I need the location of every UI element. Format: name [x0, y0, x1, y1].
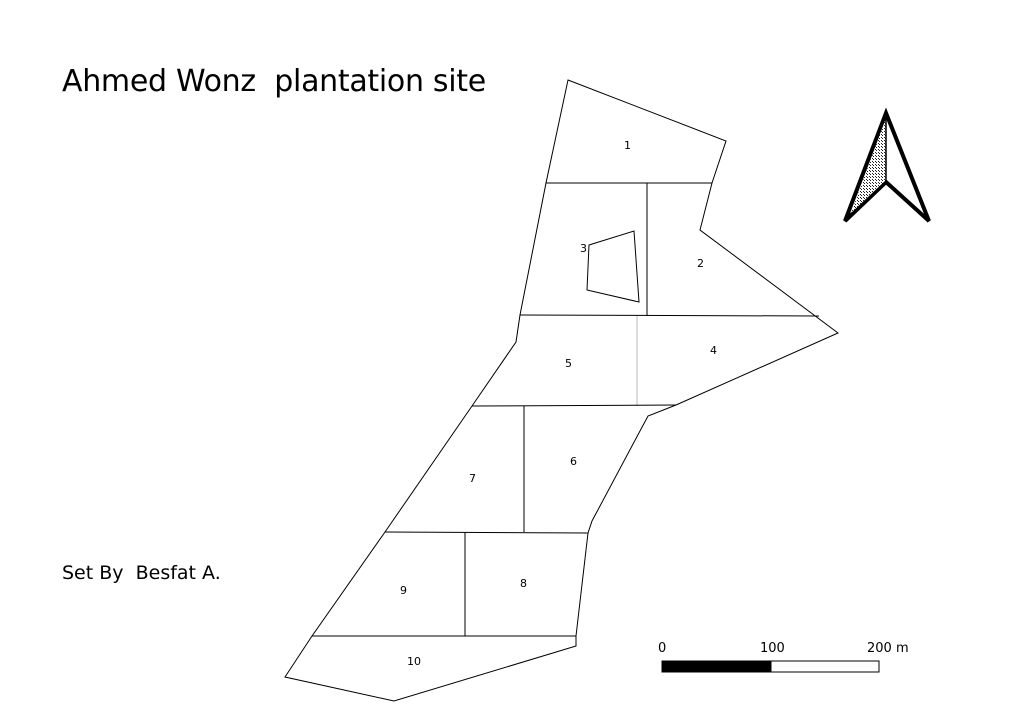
- parcel-label-8: 8: [520, 577, 527, 590]
- parcel-label-2: 2: [697, 257, 704, 270]
- north-arrow-icon: [843, 107, 931, 223]
- scale-label-100: 100: [760, 641, 785, 656]
- inner-structure: [586, 230, 640, 303]
- parcel-label-3: 3: [580, 242, 587, 255]
- author-credit: Set By Besfat A.: [62, 562, 221, 584]
- parcel-boundaries: [312, 182, 820, 637]
- scale-bar: 0 100 200 m: [658, 641, 909, 673]
- parcel-label-9: 9: [400, 584, 407, 597]
- scale-label-200: 200 m: [867, 641, 909, 656]
- scale-label-0: 0: [658, 641, 666, 656]
- parcel-label-10: 10: [407, 655, 421, 668]
- parcel-label-6: 6: [570, 455, 577, 468]
- scale-bar-segment-light: [770, 660, 880, 673]
- scale-bar-segment-dark: [661, 660, 772, 673]
- parcel-label-5: 5: [565, 357, 572, 370]
- site-boundary: [284, 79, 839, 702]
- parcel-label-7: 7: [469, 472, 476, 485]
- parcel-label-1: 1: [624, 139, 631, 152]
- parcel-labels: 1 2 3 4 5 6 7 8 9 10: [400, 139, 717, 668]
- parcel-label-4: 4: [710, 344, 717, 357]
- map-title: Ahmed Wonz plantation site: [62, 64, 486, 99]
